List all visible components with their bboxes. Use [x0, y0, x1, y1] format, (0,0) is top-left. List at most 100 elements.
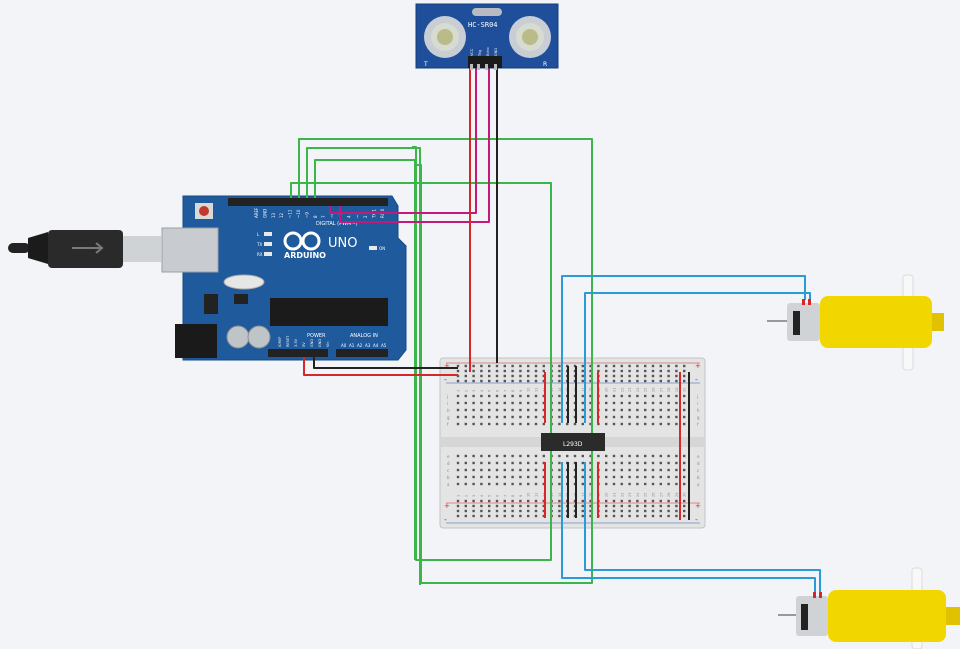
wire-blue-2[interactable] — [584, 292, 811, 423]
breadboard-hole — [581, 475, 584, 479]
breadboard-hole — [605, 504, 608, 508]
breadboard-hole — [675, 369, 678, 373]
breadboard-hole — [612, 509, 616, 513]
breadboard-hole — [612, 475, 616, 479]
breadboard-hole — [480, 454, 483, 458]
breadboard-hole — [495, 475, 499, 479]
breadboard-hole — [644, 364, 647, 368]
dc-motor-2[interactable] — [778, 567, 960, 649]
column-number: 25 — [644, 388, 648, 392]
breadboard-hole — [488, 461, 491, 465]
breadboard-hole — [573, 422, 577, 426]
column-number: 11 — [535, 388, 539, 392]
breadboard-hole — [589, 379, 592, 383]
breadboard-hole — [495, 499, 499, 503]
breadboard-hole — [503, 499, 506, 503]
breadboard-hole — [589, 415, 592, 419]
breadboard-hole — [464, 499, 467, 503]
breadboard-hole — [605, 509, 608, 513]
row-letter: i — [697, 401, 698, 406]
breadboard-hole — [683, 408, 686, 412]
arduino-uno-board[interactable]: ARDUINO UNO DIGITAL (PWM~) POWER ANALOG … — [161, 195, 407, 361]
digital-pin-label: 13 — [271, 212, 276, 218]
power-pin-label: Vin — [326, 341, 330, 347]
breadboard-hole — [628, 408, 631, 412]
breadboard-hole — [472, 468, 475, 472]
wire-blue-4[interactable] — [584, 462, 821, 595]
breadboard-hole — [503, 468, 506, 472]
breadboard-hole — [464, 482, 467, 486]
breadboard-hole — [605, 379, 608, 383]
breadboard-hole — [495, 514, 499, 518]
breadboard-hole — [534, 475, 538, 479]
column-number: 20 — [605, 493, 609, 497]
wire-green-3[interactable] — [306, 147, 421, 585]
breadboard-hole — [464, 369, 467, 373]
breadboard-hole — [534, 509, 538, 513]
breadboard-hole — [589, 461, 592, 465]
breadboard-hole — [480, 401, 483, 405]
breadboard-hole — [464, 374, 467, 378]
breadboard-hole — [488, 468, 491, 472]
breadboard-hole — [644, 499, 647, 503]
usb-cable[interactable] — [8, 230, 161, 268]
on-led-label: ON — [379, 246, 385, 251]
breadboard-hole — [667, 504, 670, 508]
sensor-mark-t: T — [423, 61, 428, 68]
breadboard-hole — [519, 509, 522, 513]
breadboard-hole — [683, 499, 686, 503]
sensor-pin-label: GND — [494, 48, 498, 56]
breadboard-hole — [495, 364, 499, 368]
wire-blue-1[interactable] — [561, 275, 806, 423]
column-number: 30 — [683, 493, 687, 497]
row-letter: c — [447, 468, 449, 473]
column-number: 9 — [519, 390, 523, 392]
column-number: 5 — [488, 390, 492, 392]
breadboard-hole — [456, 369, 460, 373]
wire-blue-3[interactable] — [561, 462, 816, 595]
breadboard-hole — [612, 422, 616, 426]
breadboard-hole — [488, 374, 491, 378]
analog-pin-label: A1 — [349, 343, 355, 348]
breadboard-hole — [558, 509, 561, 513]
wire-magenta-trig[interactable] — [329, 68, 477, 214]
dc-motor-1[interactable] — [767, 274, 944, 371]
breadboard-hole — [519, 408, 522, 412]
power-pin-label: RESET — [286, 335, 290, 347]
on-led — [369, 246, 377, 250]
breadboard-hole — [527, 374, 530, 378]
breadboard-hole — [480, 379, 483, 383]
wire-red-5v[interactable] — [303, 357, 458, 376]
breadboard-hole — [620, 468, 623, 472]
breadboard-hole — [464, 514, 467, 518]
breadboard-hole — [519, 454, 522, 458]
wire-green-4[interactable] — [314, 159, 416, 560]
digital-pin-label: GND — [262, 209, 267, 218]
reset-button[interactable] — [199, 206, 209, 216]
l293d-chip[interactable]: L293D — [541, 433, 605, 451]
column-number: 17 — [581, 493, 585, 497]
breadboard-hole — [534, 482, 538, 486]
breadboard-hole — [683, 369, 686, 373]
breadboard-hole — [667, 401, 670, 405]
breadboard-hole — [511, 461, 514, 465]
breadboard-hole — [675, 364, 678, 368]
breadboard-hole — [620, 369, 623, 373]
breadboard-hole — [581, 408, 584, 412]
breadboard-hole — [456, 415, 460, 419]
breadboard-hole — [605, 401, 608, 405]
breadboard-hole — [456, 499, 460, 503]
capacitor-1 — [226, 325, 250, 349]
column-number: 7 — [503, 390, 507, 392]
breadboard-hole — [605, 374, 608, 378]
analog-pin-label: A4 — [373, 343, 379, 348]
breadboard-hole — [620, 394, 623, 398]
breadboard-hole — [667, 422, 670, 426]
breadboard-hole — [628, 504, 631, 508]
wire-magenta-echo[interactable] — [339, 68, 490, 223]
breadboard-hole — [605, 514, 608, 518]
wire-black-arduino-gnd[interactable] — [313, 357, 458, 369]
breadboard-hole — [480, 369, 483, 373]
